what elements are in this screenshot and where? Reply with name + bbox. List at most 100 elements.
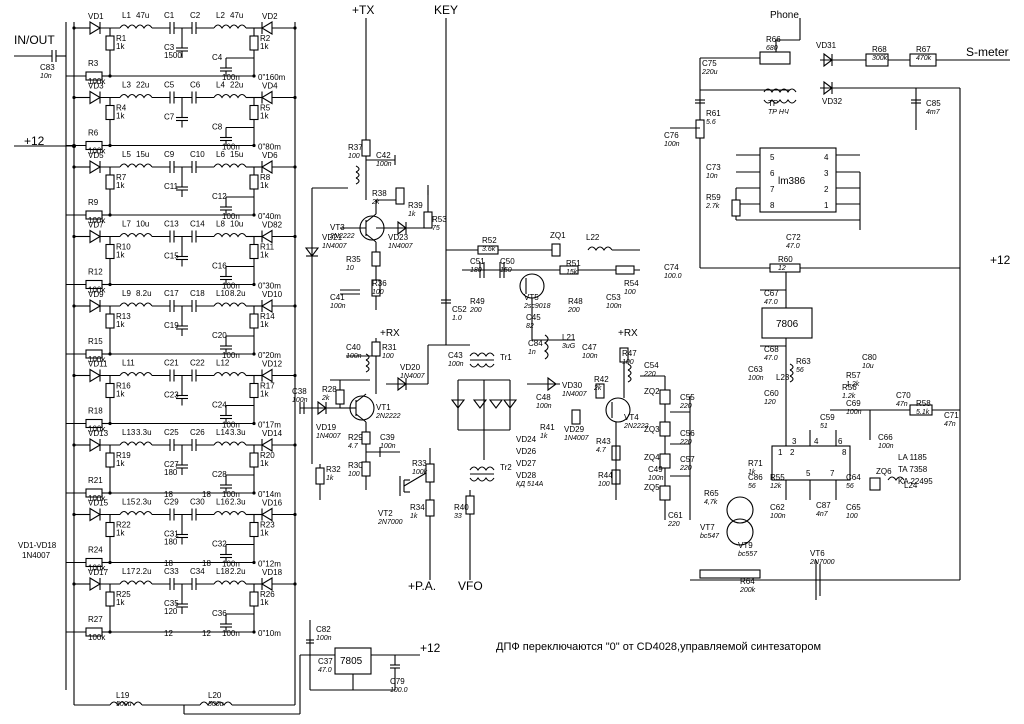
input-coupling (14, 50, 76, 148)
component-id: C79 (390, 677, 405, 686)
component-value: 2k (371, 199, 380, 206)
component-id: VD26 (516, 447, 537, 456)
component-label: L23 (776, 373, 790, 382)
component-label: VD27 (516, 459, 537, 468)
band-label: 0"20m (258, 351, 281, 360)
component-id: VT2 (378, 509, 393, 518)
component-id: C71 (944, 411, 959, 420)
inductor-label: L13 (122, 428, 136, 437)
lm386-pin-5: 5 (770, 153, 775, 162)
resistor-value: 1k (116, 598, 125, 607)
capacitor-label: C28 (212, 470, 227, 479)
lm386-pin-8: 8 (770, 201, 775, 210)
inductor-label: L6 (216, 150, 225, 159)
component-value: 4n7 (816, 511, 829, 518)
capacitor-value: 120 (164, 607, 178, 616)
component-value: 220u (701, 69, 718, 76)
component-id: R52 (482, 236, 497, 245)
rx-amplifier (299, 338, 435, 580)
diode-label: VD2 (262, 12, 278, 21)
component-id: R30 (348, 461, 363, 470)
component-value: 2N2222 (329, 233, 355, 240)
component-value: 100n (648, 475, 664, 482)
capacitor-label: C10 (190, 150, 205, 159)
capacitor-label: C17 (164, 289, 179, 298)
component-id: L19 (116, 691, 130, 700)
component-id: R38 (372, 189, 387, 198)
capacitor-label: C26 (190, 428, 205, 437)
component-value: 100n (770, 513, 786, 520)
component-value: 33 (454, 513, 462, 520)
inductor-value: 15u (230, 150, 243, 159)
inductor-value: 2.3u (230, 498, 246, 507)
capacitor-label: C34 (190, 567, 205, 576)
plus-rx-terminal-1: +RX (380, 328, 400, 339)
component-label: L24 (904, 481, 918, 490)
capacitor-label: C30 (190, 498, 205, 507)
diode-label: VD17 (88, 568, 109, 577)
phone-terminal: Phone (770, 10, 799, 21)
band-label: 0"80m (258, 143, 281, 152)
component-id: C51 (470, 257, 485, 266)
component-label: ZQ6 (876, 467, 892, 476)
component-id: R32 (326, 465, 341, 474)
mixer-ic (690, 362, 960, 600)
component-value: 82 (526, 323, 534, 330)
inductor-label: L8 (216, 220, 225, 229)
reg-7806-label: 7806 (776, 319, 799, 330)
component-value: 100n (346, 353, 362, 360)
resistor-label: R4 (116, 104, 127, 113)
component-value: 47.0 (764, 355, 778, 362)
resistor-label: R3 (88, 59, 99, 68)
component-id: ZQ4 (644, 453, 660, 462)
component-value: 5.6 (706, 119, 716, 126)
resistor-label: R21 (88, 476, 103, 485)
component-id: C74 (664, 263, 679, 272)
diode-label: VD15 (88, 499, 109, 508)
diode-label: VD18 (262, 568, 283, 577)
capacitor-label: C11 (164, 182, 179, 191)
component-value: 100n (376, 161, 392, 168)
component-value: 5.1k (916, 409, 930, 416)
capacitor-label: C2 (190, 11, 201, 20)
component-id: C60 (764, 389, 779, 398)
component-value: ТР НЧ (768, 109, 789, 116)
component-label: Tr2 (500, 463, 512, 472)
component-value: 10 (346, 265, 354, 272)
component-id: L20 (208, 691, 222, 700)
diode-label: VD5 (88, 151, 104, 160)
resistor-label: R7 (116, 173, 127, 182)
component-id: C84 (528, 339, 543, 348)
component-value: 100n (878, 443, 894, 450)
resistor-value: 1k (260, 181, 269, 190)
inductor-value: 47u (230, 11, 243, 20)
component-id: R53 (432, 215, 447, 224)
resistor-value: 1k (260, 390, 269, 399)
component-id: C37 (318, 657, 333, 666)
capacitor-label: C33 (164, 567, 179, 576)
component-id: TP (768, 99, 778, 108)
component-id: VD30 (562, 381, 583, 390)
inductor-label: L17 (122, 567, 136, 576)
capacitor-label: C5 (164, 81, 175, 90)
component-value: 51 (820, 423, 828, 430)
component-value: 220 (679, 403, 692, 410)
component-value: 56 (846, 483, 854, 490)
component-id: R31 (382, 343, 397, 352)
component-value: 47.0 (764, 299, 778, 306)
